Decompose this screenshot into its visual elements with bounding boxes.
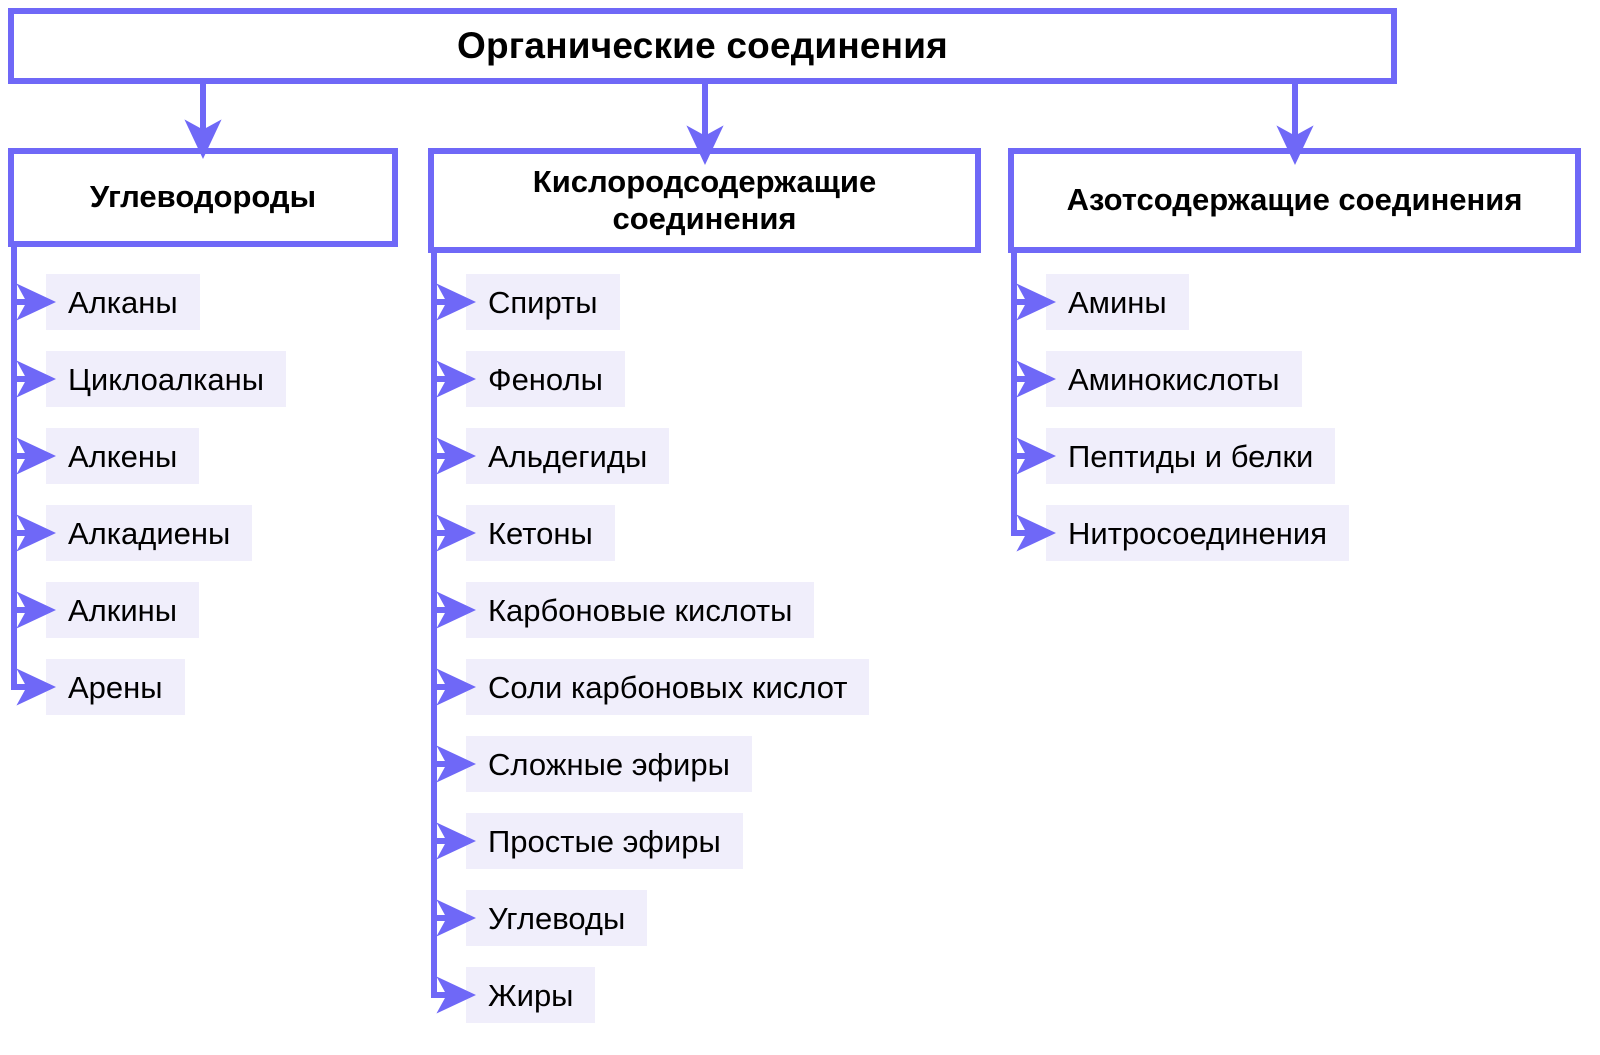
leaf-node-label: Соли карбоновых кислот — [488, 669, 848, 705]
leaf-node[interactable]: Циклоалканы — [46, 351, 287, 407]
leaf-node[interactable]: Углеводы — [466, 890, 648, 946]
leaf-node-label: Алкины — [68, 592, 178, 628]
leaf-node[interactable]: Сложные эфиры — [466, 736, 752, 792]
leaf-node[interactable]: Арены — [46, 659, 185, 715]
leaf-node-label: Нитросоединения — [1068, 515, 1328, 551]
leaf-node[interactable]: Пептиды и белки — [1046, 428, 1336, 484]
leaf-node[interactable]: Алкадиены — [46, 505, 253, 561]
leaf-node-label: Сложные эфиры — [488, 746, 730, 782]
leaf-node[interactable]: Простые эфиры — [466, 813, 743, 869]
leaf-node-label: Альдегиды — [488, 438, 648, 474]
leaf-node-label: Циклоалканы — [68, 361, 265, 397]
leaf-node-label: Алканы — [68, 284, 178, 320]
leaf-node[interactable]: Карбоновые кислоты — [466, 582, 815, 638]
leaf-node-label: Алкадиены — [68, 515, 231, 551]
leaf-node-label: Аминокислоты — [1068, 361, 1280, 397]
leaf-node[interactable]: Алкены — [46, 428, 200, 484]
leaf-node-label: Амины — [1068, 284, 1167, 320]
leaf-node[interactable]: Аминокислоты — [1046, 351, 1302, 407]
category-node-title: Азотсодержащие соединения — [1066, 182, 1523, 218]
leaf-node[interactable]: Спирты — [466, 274, 620, 330]
leaf-node-label: Углеводы — [488, 900, 626, 936]
category-node-oxygen-containing: Кислородсодержащие соединения — [428, 148, 981, 253]
leaf-node[interactable]: Амины — [1046, 274, 1189, 330]
leaf-node-label: Жиры — [488, 977, 574, 1013]
root-node: Органические соединения — [8, 8, 1397, 84]
leaf-node[interactable]: Нитросоединения — [1046, 505, 1350, 561]
leaf-node-label: Фенолы — [488, 361, 603, 397]
category-node-title: Кислородсодержащие соединения — [532, 163, 877, 236]
leaf-node[interactable]: Альдегиды — [466, 428, 670, 484]
leaf-node-label: Кетоны — [488, 515, 593, 551]
leaf-node[interactable]: Алканы — [46, 274, 200, 330]
leaf-node[interactable]: Алкины — [46, 582, 200, 638]
leaf-node[interactable]: Кетоны — [466, 505, 615, 561]
leaf-node-label: Простые эфиры — [488, 823, 721, 859]
leaf-node[interactable]: Соли карбоновых кислот — [466, 659, 870, 715]
leaf-node-label: Спирты — [488, 284, 598, 320]
leaf-node-label: Карбоновые кислоты — [488, 592, 793, 628]
category-node-hydrocarbons: Углеводороды — [8, 148, 398, 247]
root-node-title: Органические соединения — [457, 25, 948, 66]
category-node-title: Углеводороды — [89, 179, 317, 215]
leaf-node[interactable]: Жиры — [466, 967, 596, 1023]
leaf-node-label: Арены — [68, 669, 163, 705]
leaf-node-label: Алкены — [68, 438, 178, 474]
category-node-nitrogen-containing: Азотсодержащие соединения — [1008, 148, 1581, 253]
leaf-node-label: Пептиды и белки — [1068, 438, 1314, 474]
leaf-node[interactable]: Фенолы — [466, 351, 625, 407]
